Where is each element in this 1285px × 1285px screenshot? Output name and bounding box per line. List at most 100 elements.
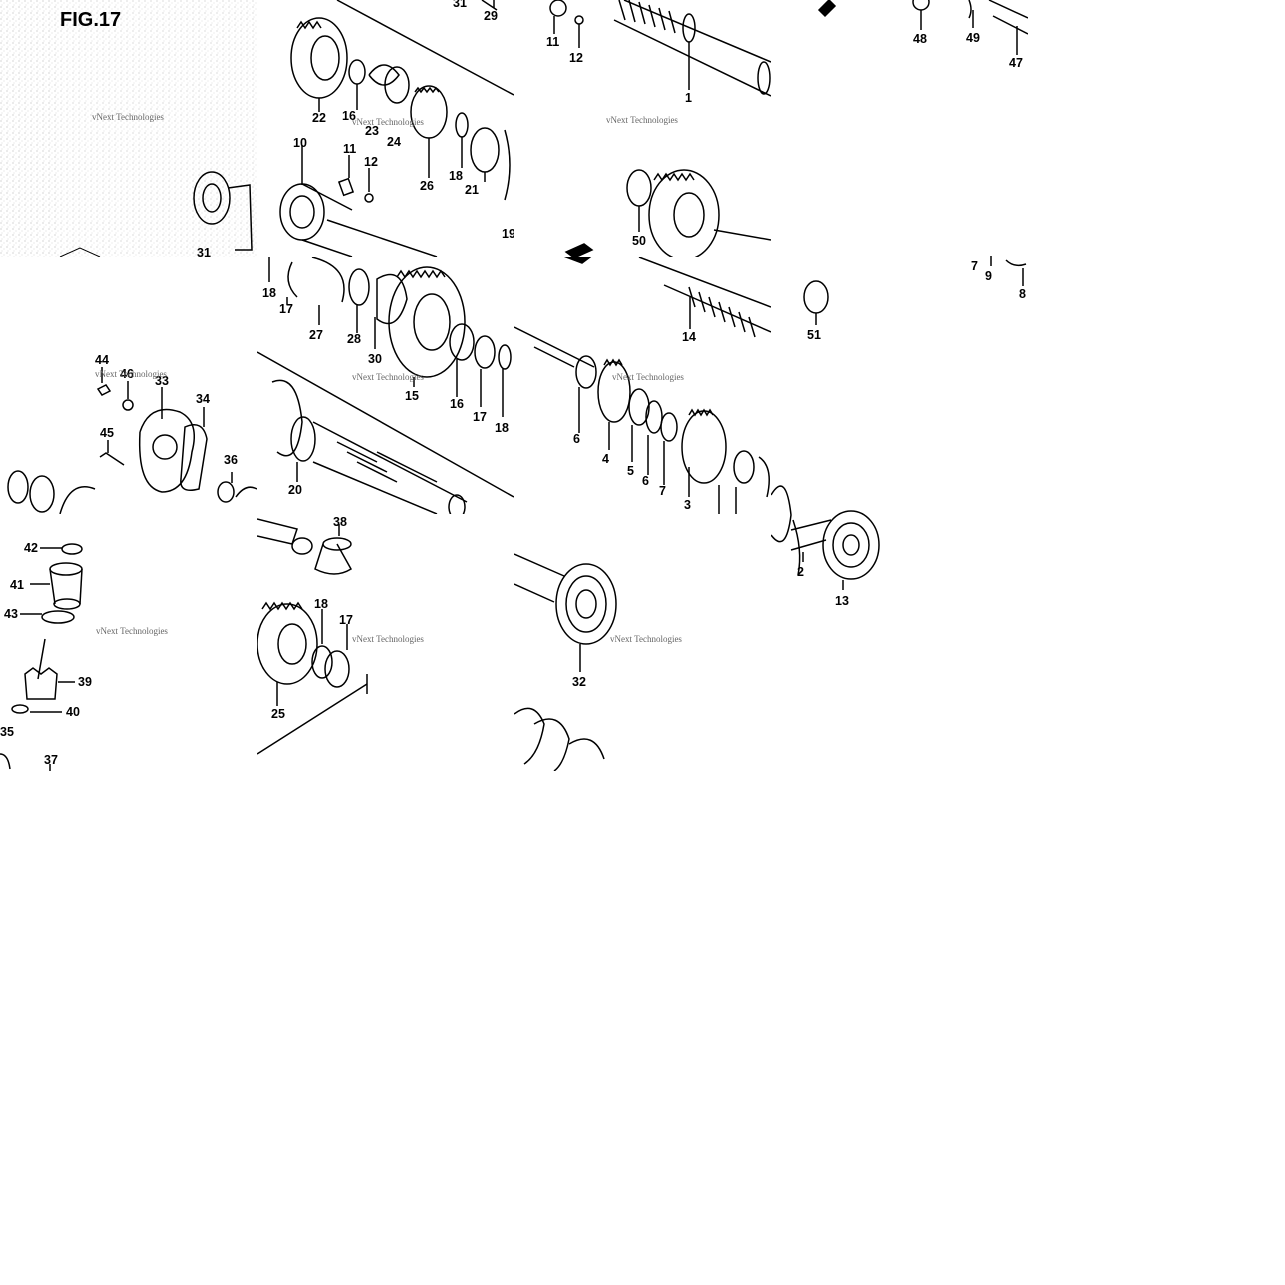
svg-text:vNext Technologies: vNext Technologies [610, 634, 682, 644]
gear-25-svg: 38 18 17 25 vNext Technologies [257, 515, 424, 755]
svg-text:26: 26 [420, 179, 434, 193]
seal-36-icon [217, 481, 235, 503]
header-svg: FIG.17 vNext Technologies 31 [0, 0, 257, 257]
tile-shift-parts: 48 49 47 [771, 0, 1028, 257]
circlip-23-icon [368, 64, 400, 86]
gear-4-icon [597, 358, 631, 423]
housing-33-icon [138, 408, 195, 493]
svg-text:5: 5 [627, 464, 634, 478]
washer-16-icon [348, 59, 366, 85]
oring-43-icon [41, 610, 75, 624]
svg-text:1: 1 [685, 91, 692, 105]
svg-text:13: 13 [835, 594, 849, 608]
ring-18-icon [498, 344, 512, 370]
svg-text:16: 16 [450, 397, 464, 411]
clip-49-icon [968, 0, 972, 19]
svg-text:51: 51 [807, 328, 821, 342]
figure-title: FIG.17 [60, 9, 121, 31]
svg-text:24: 24 [387, 135, 401, 149]
svg-text:46: 46 [120, 367, 134, 381]
svg-text:12: 12 [569, 51, 583, 65]
svg-text:32: 32 [572, 675, 586, 689]
tile-gear-25: 38 18 17 25 vNext Technologies [257, 514, 514, 771]
svg-text:18: 18 [314, 597, 328, 611]
svg-text:47: 47 [1009, 56, 1023, 70]
gear-3-icon [681, 408, 727, 484]
svg-text:49: 49 [966, 31, 980, 45]
tile-bearing-32: 32 vNext Technologies [514, 514, 771, 771]
washer-24-icon [384, 66, 410, 104]
tile-mainshaft: 11 12 1 vNext Technologies [514, 0, 771, 257]
gearset-upper-svg: 31 29 10 11 12 22 16 23 24 26 18 21 19 v… [279, 0, 514, 257]
bracket-icon [564, 257, 592, 264]
tile-speedo-drive: 42 41 43 39 40 35 37 vNext Technologies [0, 514, 257, 771]
svg-text:16: 16 [342, 109, 356, 123]
svg-text:27: 27 [309, 328, 323, 342]
circlip-17-icon [287, 261, 298, 298]
bushing-5-icon [628, 388, 650, 426]
svg-text:10: 10 [293, 136, 307, 150]
svg-text:4: 4 [602, 452, 609, 466]
svg-text:12: 12 [364, 155, 378, 169]
svg-text:11: 11 [343, 142, 356, 156]
cap-38-icon [314, 537, 353, 575]
circlip-17-icon [474, 335, 496, 369]
shaft-47-icon [988, 0, 1028, 35]
gear-22-icon [290, 17, 348, 99]
gasket-34-icon [180, 424, 208, 491]
svg-text:15: 15 [405, 389, 419, 403]
tile-countershaft: 6 4 5 6 7 3 vNext Technologies [514, 257, 771, 514]
svg-text:11: 11 [546, 35, 559, 49]
svg-text:18: 18 [449, 169, 463, 183]
svg-text:7: 7 [971, 259, 978, 273]
ring-18-icon [311, 645, 333, 679]
svg-text:48: 48 [913, 32, 927, 46]
washer-21-icon [470, 127, 500, 173]
svg-text:vNext Technologies: vNext Technologies [612, 372, 684, 382]
washer-6-icon [575, 355, 597, 389]
svg-text:31: 31 [453, 0, 467, 10]
washer-16-icon [449, 323, 475, 361]
svg-text:25: 25 [271, 707, 285, 721]
washer-46-icon [122, 399, 134, 411]
svg-text:43: 43 [4, 607, 18, 621]
gear-3-edge-icon [771, 485, 792, 543]
shaft-20-icon [271, 379, 468, 514]
svg-text:vNext Technologies: vNext Technologies [95, 369, 167, 379]
tile-shaft-14-labels: 14 51 [514, 257, 844, 357]
svg-text:33: 33 [155, 374, 169, 388]
gear-cluster-icon [514, 707, 605, 771]
gear-26-icon [410, 85, 448, 139]
bearing-28-icon [348, 268, 370, 306]
shaft-14-labels-svg: 14 51 [682, 280, 829, 344]
circlip-17-icon [324, 650, 350, 688]
washer-30-icon [376, 273, 408, 325]
seal-42-icon [61, 543, 83, 555]
shaft-1-icon [613, 0, 771, 97]
bushing-41-icon [49, 562, 83, 610]
washer-40-icon [11, 704, 29, 714]
svg-text:17: 17 [279, 302, 293, 316]
tile-header-noise: FIG.17 vNext Technologies 31 [0, 0, 257, 257]
countershaft-svg: 6 4 5 6 7 3 vNext Technologies [514, 257, 771, 514]
gear-27-icon [311, 257, 345, 303]
speedo-drive-svg: 42 41 43 39 40 35 37 vNext Technologies [0, 541, 168, 771]
shaft-end-icon [257, 518, 298, 545]
lock-plate-11-icon [337, 177, 355, 197]
bolt-12-icon [574, 15, 584, 25]
circlip-8-icon [1005, 259, 1027, 267]
gear-50-svg: 50 [564, 169, 771, 257]
bearing-10-icon [279, 183, 438, 257]
tile-bearing-13: 2 13 [771, 440, 1028, 640]
svg-text:14: 14 [682, 330, 696, 344]
svg-text:20: 20 [288, 483, 302, 497]
tile-gearset-middle: 18 17 27 28 30 15 16 17 18 20 vNext Tech… [257, 257, 514, 514]
svg-text:6: 6 [642, 474, 649, 488]
svg-text:vNext Technologies: vNext Technologies [352, 634, 424, 644]
ring-18-icon [455, 112, 469, 138]
svg-text:3: 3 [684, 498, 691, 512]
svg-text:vNext Technologies: vNext Technologies [352, 117, 424, 127]
svg-text:37: 37 [44, 753, 58, 767]
bolt-45-icon [99, 452, 125, 466]
